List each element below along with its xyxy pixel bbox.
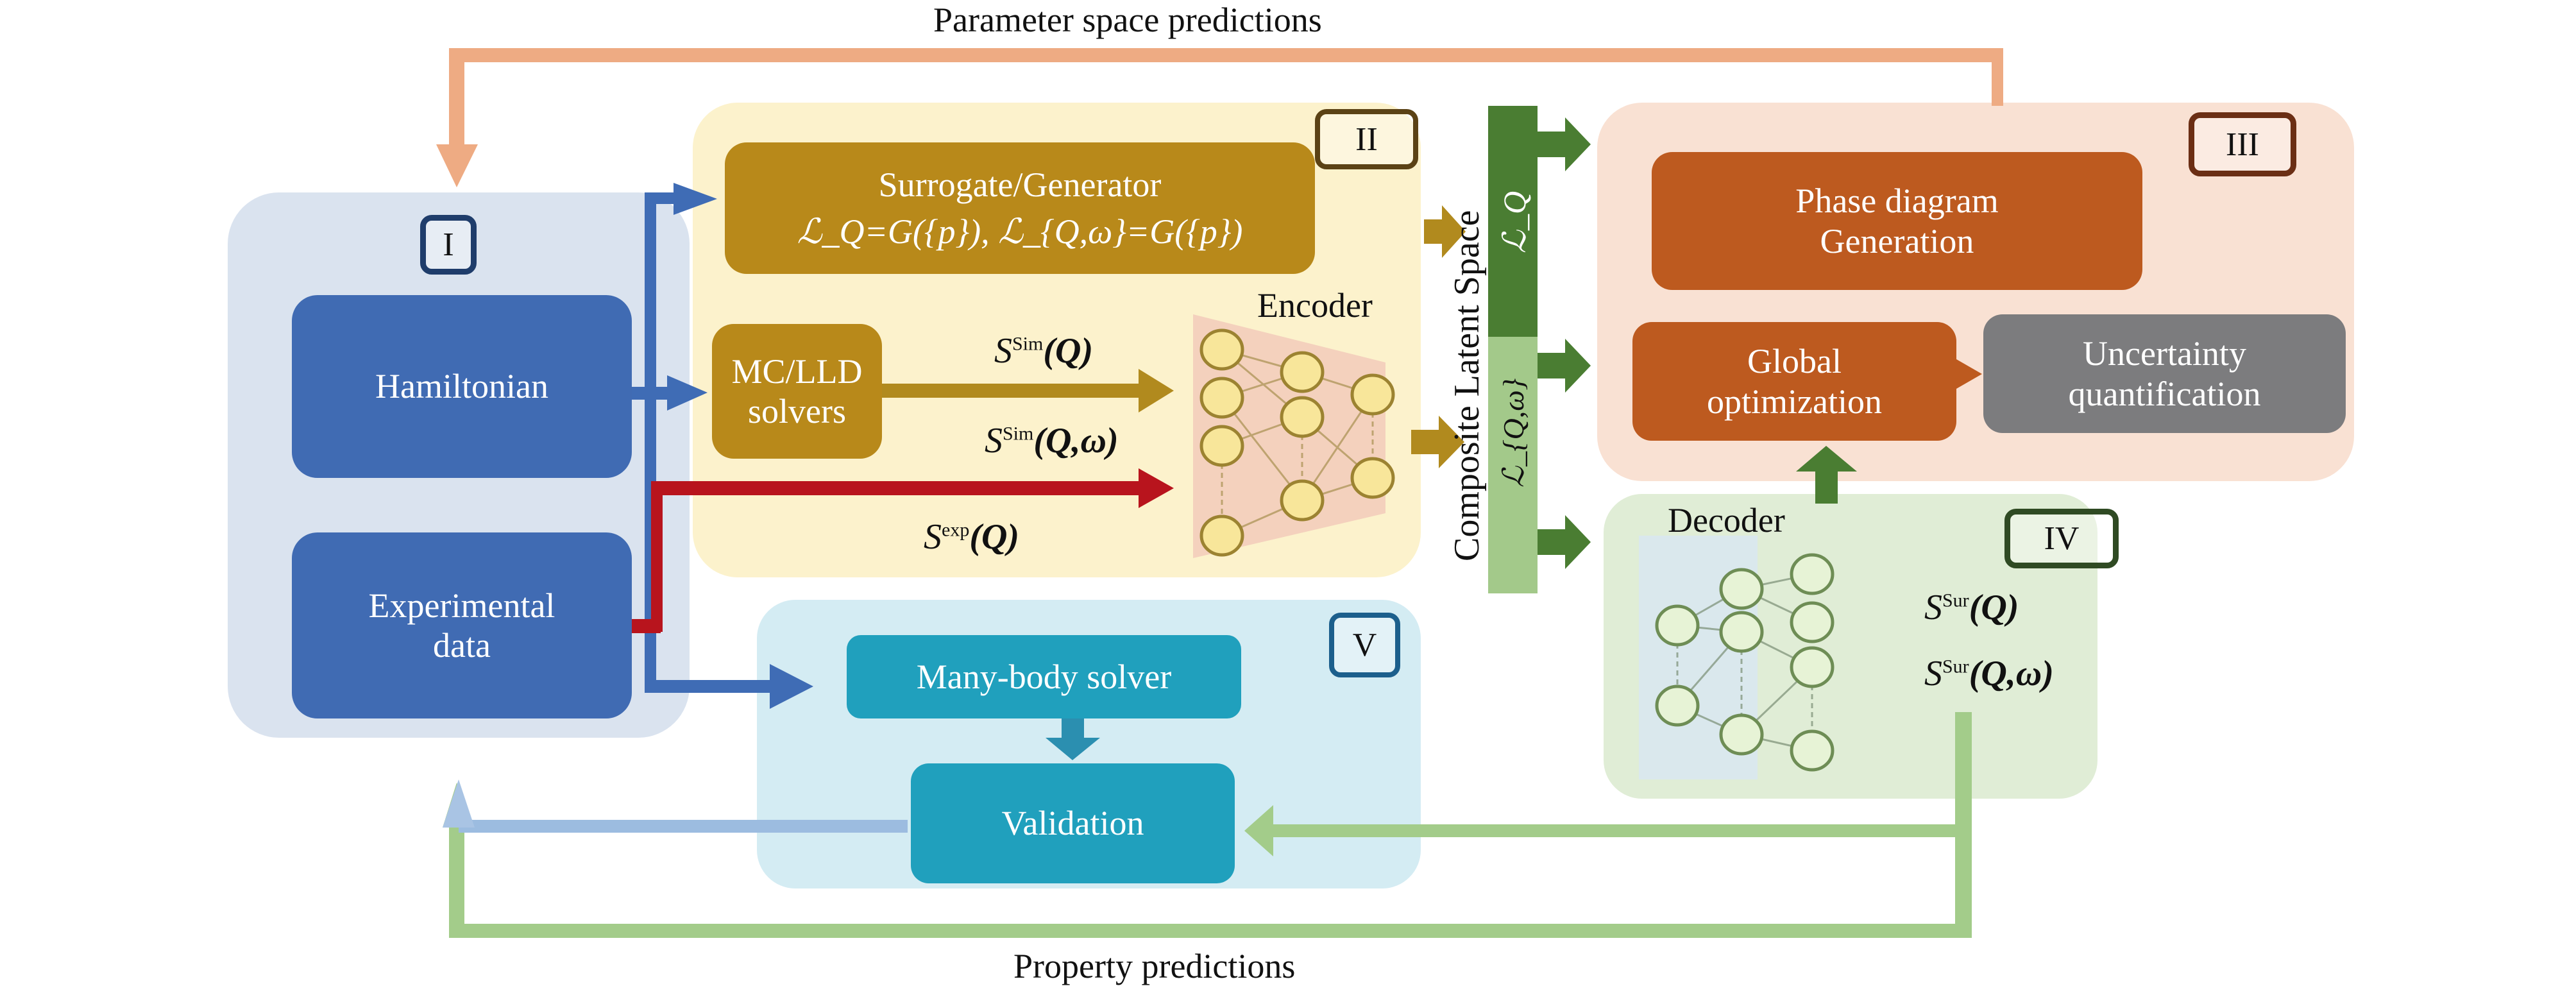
- signal-sim-q-sup: Sim: [1012, 333, 1044, 355]
- signal-sim-q: SSim(Q): [994, 330, 1093, 371]
- signal-exp-q-base: S: [924, 517, 942, 557]
- decoder-node: [1790, 646, 1835, 688]
- latent-output-arrows: [1538, 117, 1591, 569]
- uncertainty-label-line2: quantification: [2068, 374, 2261, 413]
- signal-sim-qw-sup: Sim: [1003, 423, 1034, 445]
- encoder-network-icon: [1193, 314, 1395, 558]
- encoder-node: [1280, 351, 1325, 393]
- experimental-data-box[interactable]: Experimental data: [292, 532, 632, 718]
- latent-bar-dark: [1488, 106, 1538, 337]
- uncertainty-box[interactable]: Uncertainty quantification: [1983, 314, 2346, 433]
- validation-return-arrow: [443, 779, 908, 833]
- phase-label-line2: Generation: [1820, 221, 1974, 260]
- parameter-feedback-arrow: [436, 48, 2003, 187]
- latent-qw-label: ℒ_{Q,ω}: [1497, 378, 1530, 488]
- signal-exp-q-sup: exp: [942, 519, 970, 541]
- signal-sur-qw: SSur(Q,ω): [1924, 653, 2054, 694]
- mc-lld-solver-box[interactable]: MC/LLD solvers: [712, 324, 882, 459]
- signal-sur-qw-base: S: [1924, 654, 1942, 693]
- signal-sim-qw-arg: (Q,ω): [1033, 421, 1119, 461]
- surrogate-generator-box[interactable]: Surrogate/Generator ℒ_Q=G({p}), ℒ_{Q,ω}=…: [725, 142, 1315, 274]
- signal-exp-q: Sexp(Q): [924, 516, 1019, 557]
- phase-diagram-box[interactable]: Phase diagram Generation: [1652, 152, 2142, 290]
- global-optimization-box[interactable]: Global optimization: [1632, 322, 1956, 441]
- experimental-signal-arrow: [632, 468, 1174, 633]
- encoder-label: Encoder: [1257, 286, 1373, 325]
- signal-exp-q-arg: (Q): [969, 517, 1020, 557]
- decoder-node: [1655, 684, 1700, 727]
- panel-II-tag: II: [1315, 109, 1418, 169]
- manybody-label: Many-body solver: [916, 657, 1172, 696]
- signal-sur-qw-sup: Sur: [1942, 656, 1969, 677]
- experimental-label-line1: Experimental: [368, 586, 555, 625]
- encoder-node: [1350, 373, 1395, 416]
- signal-sur-qw-arg: (Q,ω): [1969, 654, 2054, 693]
- decoder-node: [1719, 611, 1764, 653]
- solver-to-validation-arrow: [1046, 718, 1100, 760]
- signal-sim-q-arg: (Q): [1043, 331, 1094, 371]
- solver-label-line2: solvers: [748, 392, 846, 430]
- signal-sur-q-arg: (Q): [1969, 588, 2019, 627]
- decoder-node: [1719, 568, 1764, 610]
- encoder-node: [1350, 457, 1395, 499]
- simulation-signal-arrow: [882, 369, 1174, 412]
- blue-distribution-arrows: [632, 183, 813, 709]
- panel-V-tag: V: [1329, 613, 1400, 677]
- signal-sim-qw-base: S: [985, 421, 1003, 461]
- uncertainty-label-line1: Uncertainty: [2083, 334, 2246, 373]
- surrogate-title: Surrogate/Generator: [878, 166, 1162, 205]
- decoder-node: [1790, 601, 1835, 643]
- signal-sim-qw: SSim(Q,ω): [985, 420, 1119, 461]
- many-body-solver-box[interactable]: Many-body solver: [847, 635, 1241, 718]
- panel-I-tag: I: [420, 215, 477, 275]
- signal-sim-q-base: S: [994, 331, 1012, 371]
- optimization-to-uncertainty-arrow: [1956, 359, 1982, 389]
- experimental-label-line2: data: [433, 626, 491, 665]
- encoder-node: [1280, 396, 1325, 438]
- global-label-line2: optimization: [1707, 382, 1882, 421]
- decoder-network-icon: [1639, 536, 1835, 779]
- encoder-node: [1199, 377, 1244, 419]
- signal-sur-q: SSur(Q): [1924, 587, 2019, 628]
- decoder-node: [1719, 713, 1764, 756]
- parameter-feedback-label: Parameter space predictions: [933, 1, 1322, 39]
- decoder-label: Decoder: [1668, 501, 1785, 540]
- panel-IV-tag: IV: [2004, 509, 2119, 568]
- encoder-node: [1199, 328, 1244, 371]
- signal-sur-q-base: S: [1924, 588, 1942, 627]
- encoder-node: [1280, 479, 1325, 522]
- panel-III-tag: III: [2189, 112, 2296, 176]
- encoder-node: [1199, 425, 1244, 467]
- decoder-node: [1655, 604, 1700, 647]
- validation-box[interactable]: Validation: [911, 763, 1235, 883]
- encoder-output-arrows: [1411, 205, 1466, 468]
- hamiltonian-box[interactable]: Hamiltonian: [292, 295, 632, 478]
- validation-label: Validation: [1001, 804, 1144, 843]
- encoder-node: [1199, 514, 1244, 557]
- decoder-to-optimization-arrow: [1796, 446, 1857, 504]
- global-label-line1: Global: [1747, 342, 1842, 381]
- decoder-node: [1790, 553, 1835, 595]
- signal-sur-q-sup: Sur: [1942, 590, 1969, 611]
- property-feedback-label: Property predictions: [1013, 947, 1296, 985]
- latent-q-label: ℒ_Q: [1496, 191, 1532, 253]
- decoder-node: [1790, 729, 1835, 772]
- latent-bar-light: [1488, 337, 1538, 593]
- phase-label-line1: Phase diagram: [1795, 182, 1999, 221]
- solver-label-line1: MC/LLD: [731, 352, 863, 391]
- latent-space-title: Composite Latent Space: [1447, 210, 1487, 561]
- property-feedback-arrow: [443, 712, 1972, 938]
- surrogate-formula: ℒ_Q=G({p}), ℒ_{Q,ω}=G({p}): [797, 212, 1243, 251]
- hamiltonian-label: Hamiltonian: [375, 367, 548, 406]
